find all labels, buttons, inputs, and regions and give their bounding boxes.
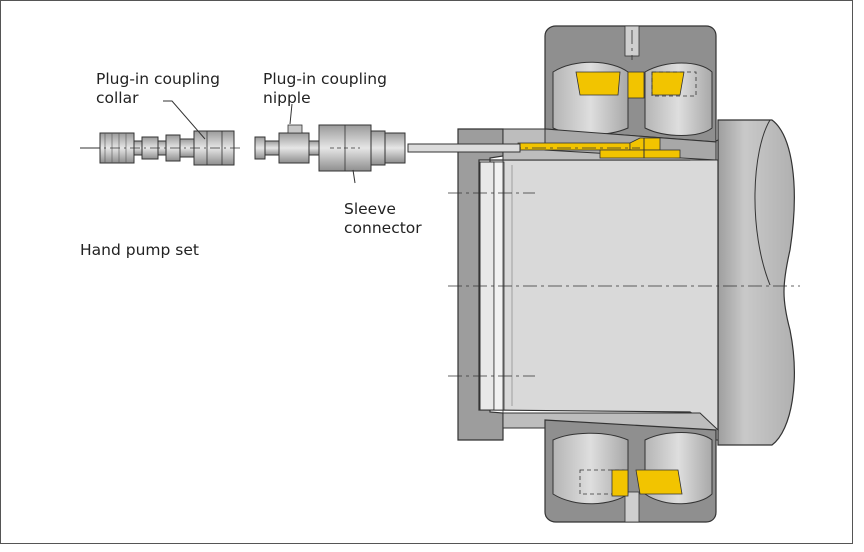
leader-lines: [163, 100, 356, 184]
hand-pump-label: Hand pump set: [80, 241, 199, 259]
nipple-label-line1: Plug-in coupling: [263, 70, 387, 88]
bearing-lower: [544, 419, 717, 523]
sleeve-connector: [254, 124, 406, 172]
coupling-collar: [80, 130, 240, 166]
adapter-sleeve: [457, 128, 719, 441]
nipple-label-line2: nipple: [263, 89, 311, 107]
sleeve-label-line2: connector: [344, 219, 422, 237]
bearing-upper: [544, 25, 717, 161]
pressure-tube: [407, 143, 521, 153]
collar-label-line1: Plug-in coupling: [96, 70, 220, 88]
collar-label-line2: collar: [96, 89, 139, 107]
figure-frame: [0, 0, 853, 544]
shaft: [717, 119, 795, 446]
sleeve-label-line1: Sleeve: [344, 200, 396, 218]
